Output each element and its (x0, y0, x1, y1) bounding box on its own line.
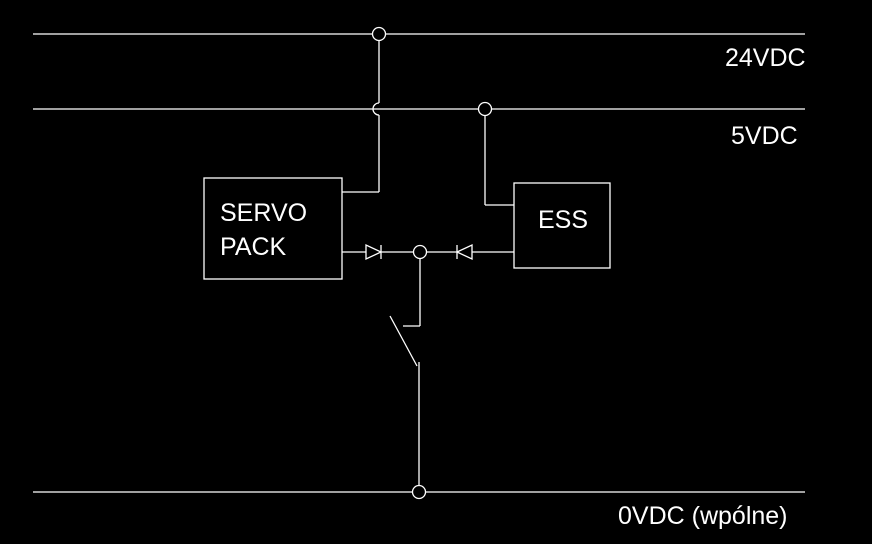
junction-node-5v (477, 101, 493, 117)
diode-right (455, 243, 473, 261)
ess-block (513, 182, 611, 269)
label-ess: ESS (538, 206, 588, 234)
diode-left (365, 243, 383, 261)
label-24vdc: 24VDC (725, 44, 806, 72)
junction-node-24v (371, 26, 387, 42)
junction-node-signal (412, 244, 428, 260)
wire-crossover-hop (372, 102, 380, 116)
label-5vdc: 5VDC (731, 122, 798, 150)
junction-node-0v (411, 484, 427, 500)
label-servo: SERVO (220, 199, 307, 227)
servo-pack-block (203, 177, 343, 280)
label-pack: PACK (220, 233, 287, 261)
switch-blade (389, 315, 418, 367)
label-0vdc: 0VDC (wpólne) (618, 502, 788, 530)
